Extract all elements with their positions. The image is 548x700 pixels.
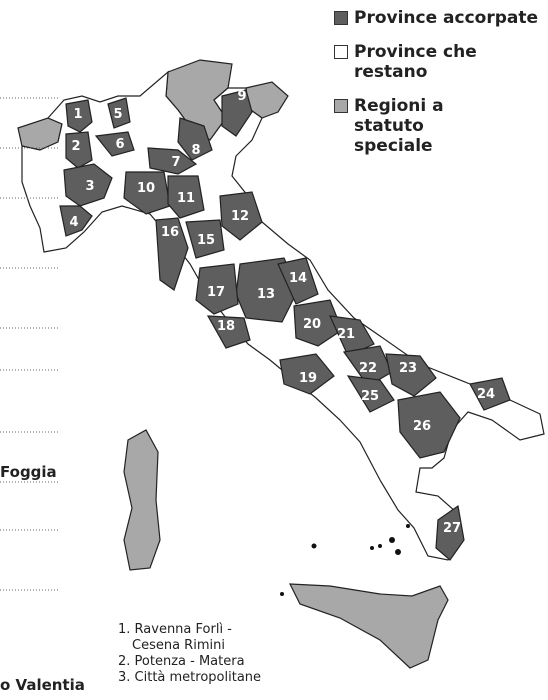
province-number: 5 xyxy=(113,107,122,122)
province-number: 21 xyxy=(337,327,355,342)
legend-swatch xyxy=(334,99,348,113)
province-number: 14 xyxy=(289,271,307,286)
province-numbers: 1 2 3 4 5 6 7 8 9 10 11 12 13 14 15 16 1… xyxy=(69,89,495,536)
province-number: 1 xyxy=(73,107,82,122)
province-number: 25 xyxy=(361,389,379,404)
province-number: 7 xyxy=(171,155,180,170)
province-number: 2 xyxy=(71,139,80,154)
province-number: 13 xyxy=(257,287,275,302)
legend-item-special: Regioni a statuto speciale xyxy=(334,96,548,156)
province-number: 4 xyxy=(69,215,78,230)
legend-item-merged: Province accorpate xyxy=(334,8,548,28)
province-number: 26 xyxy=(413,419,431,434)
province-number: 15 xyxy=(197,233,215,248)
special-regions xyxy=(17,59,449,669)
province-number: 24 xyxy=(477,387,495,402)
merged-provinces xyxy=(59,89,511,561)
valentia-label: o Valentia xyxy=(0,676,85,694)
legend-swatch xyxy=(334,45,348,59)
province-number: 10 xyxy=(137,181,155,196)
legend-swatch xyxy=(334,11,348,25)
legend-label: Province accorpate xyxy=(354,8,539,28)
province-number: 3 xyxy=(85,179,94,194)
province-number: 18 xyxy=(217,319,235,334)
province-number: 19 xyxy=(299,371,317,386)
province-number: 16 xyxy=(161,225,179,240)
footnote-line: 1. Ravenna Forlì - xyxy=(118,622,232,637)
legend-label: Regioni a statuto speciale xyxy=(354,96,444,156)
province-number: 20 xyxy=(303,317,321,332)
province-number: 17 xyxy=(207,285,225,300)
province-number: 23 xyxy=(399,361,417,376)
province-number: 9 xyxy=(237,89,246,104)
map-legend: Province accorpate Province che restano … xyxy=(334,8,548,170)
footnotes: 1. Ravenna Forlì - Cesena Rimini 2. Pote… xyxy=(118,622,261,686)
foggia-label: Foggia xyxy=(0,463,57,481)
province-number: 27 xyxy=(443,521,461,536)
legend-label: Province che restano xyxy=(354,42,477,82)
province-number: 8 xyxy=(191,143,200,158)
small-islands xyxy=(280,524,410,596)
province-number: 11 xyxy=(177,191,195,206)
province-number: 22 xyxy=(359,361,377,376)
footnote-line: Cesena Rimini xyxy=(132,638,225,653)
legend-item-remaining: Province che restano xyxy=(334,42,548,82)
province-number: 12 xyxy=(231,209,249,224)
footnote-line: 2. Potenza - Matera xyxy=(118,654,245,669)
footnote-line: 3. Città metropolitane xyxy=(118,670,262,685)
province-number: 6 xyxy=(115,137,124,152)
